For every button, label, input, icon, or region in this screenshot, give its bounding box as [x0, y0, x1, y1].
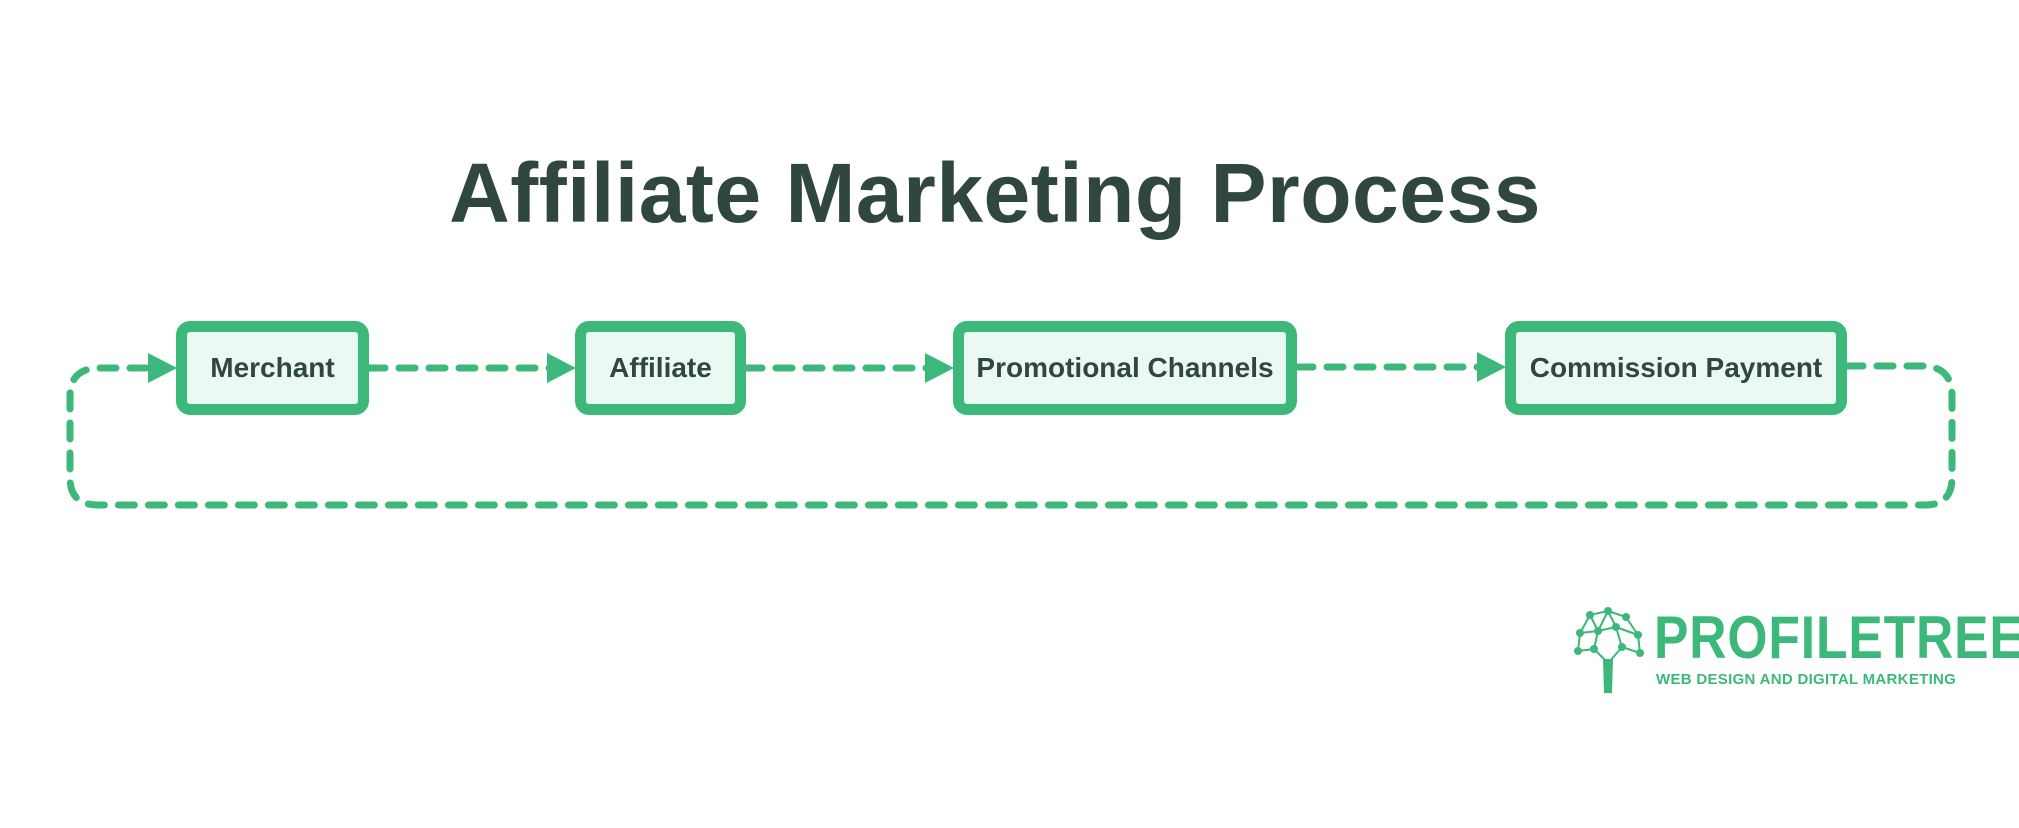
node-promotional-channels: Promotional Channels: [953, 321, 1297, 415]
node-commission-payment: Commission Payment: [1505, 321, 1847, 415]
diagram-title: Affiliate Marketing Process: [449, 146, 1541, 240]
logo-tagline: WEB DESIGN AND DIGITAL MARKETING: [1656, 671, 1957, 688]
node-merchant: Merchant: [176, 321, 369, 415]
node-merchant-label: Merchant: [210, 352, 335, 383]
edge-commission-to-merchant: [66, 362, 1956, 509]
arrowhead-to-promo: [925, 353, 954, 383]
arrowhead-to-affiliate: [547, 353, 576, 383]
profiletree-logo: PROFILETREE WEB DESIGN AND DIGITAL MARKE…: [1570, 605, 2019, 695]
node-promotional-channels-label: Promotional Channels: [976, 352, 1274, 383]
arrowhead-to-merchant: [148, 353, 177, 383]
arrowhead-to-commission: [1477, 352, 1506, 382]
node-affiliate: Affiliate: [575, 321, 746, 415]
node-commission-payment-label: Commission Payment: [1529, 352, 1823, 383]
node-affiliate-label: Affiliate: [609, 352, 712, 383]
tree-network-icon: [1574, 607, 1644, 693]
logo-wordmark: PROFILETREE: [1654, 604, 2019, 671]
